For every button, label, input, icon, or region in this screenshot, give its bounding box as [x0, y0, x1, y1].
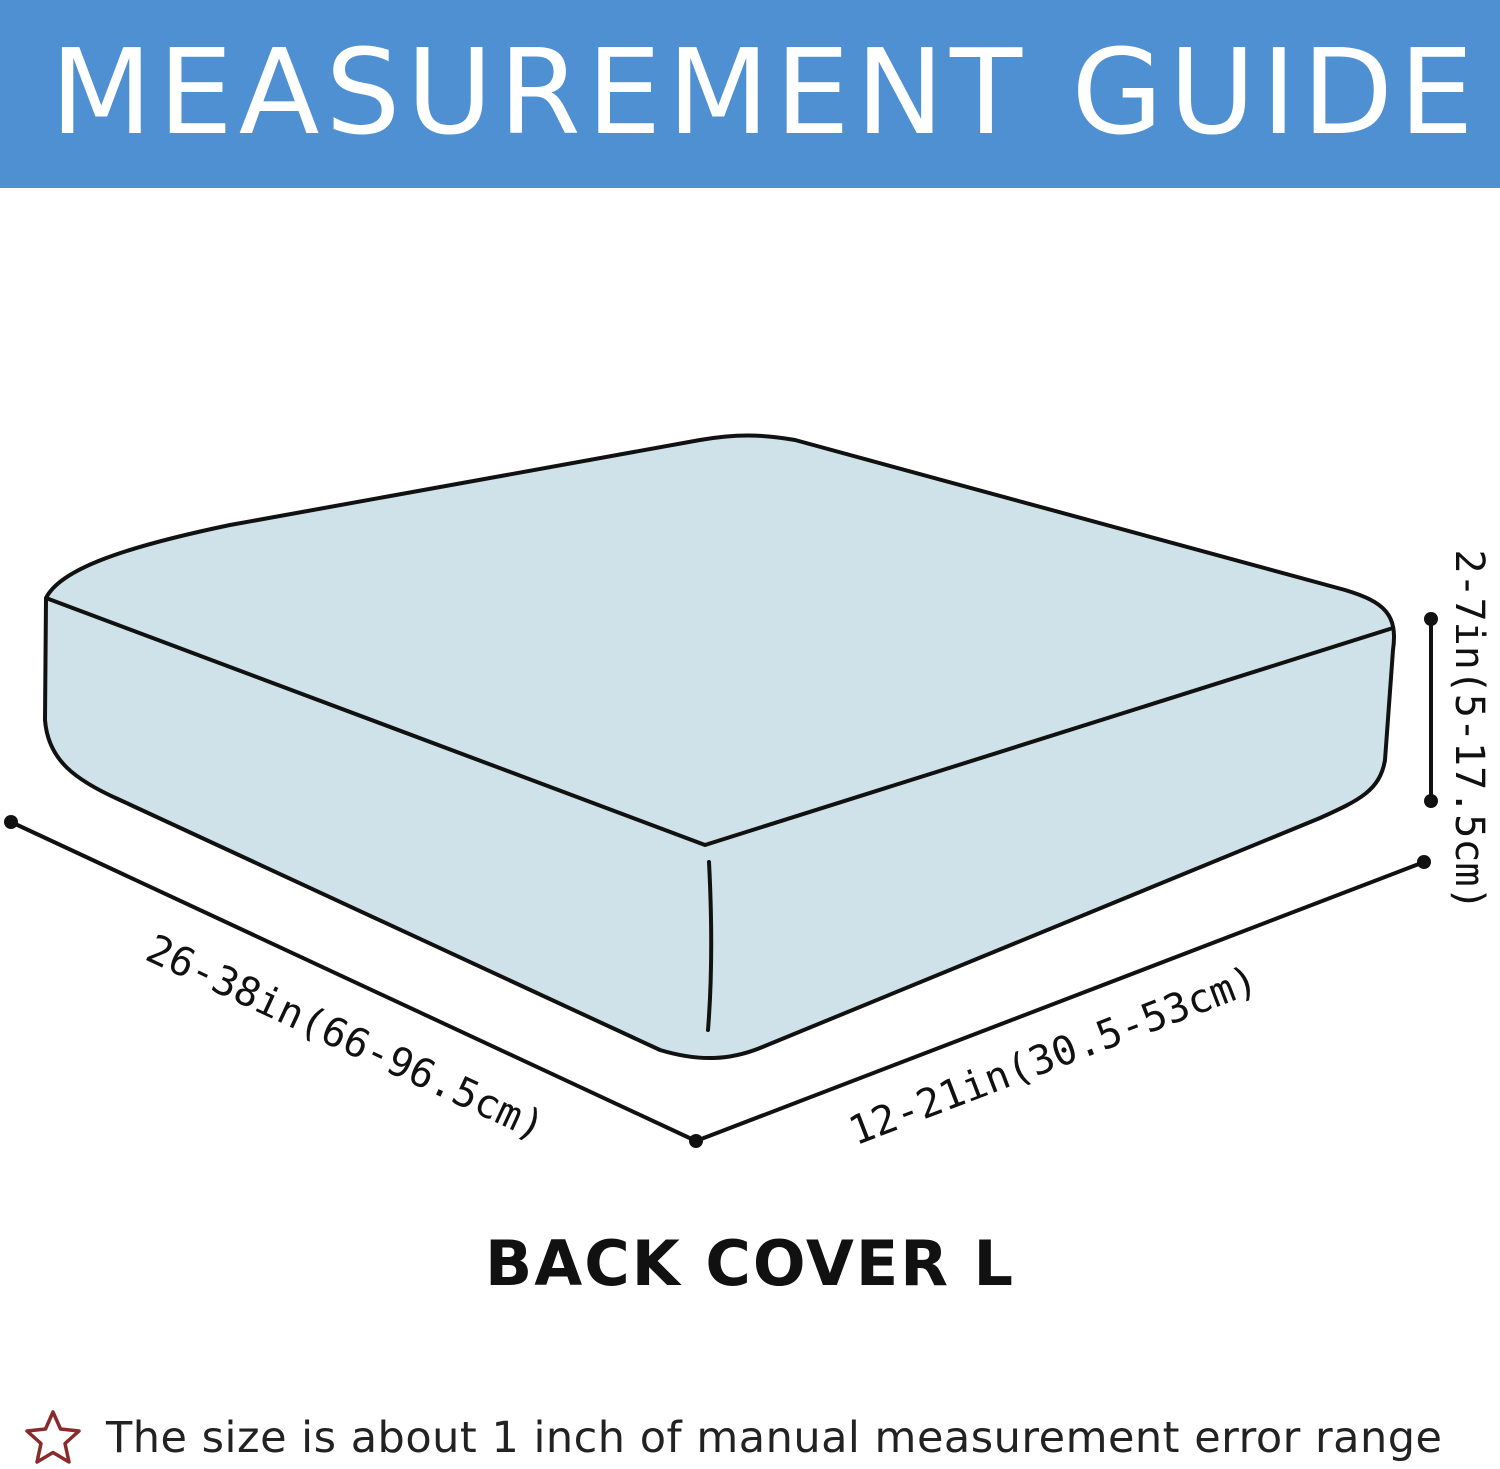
- width-dimension-endpoint: [1417, 855, 1431, 869]
- measurement-note: The size is about 1 inch of manual measu…: [22, 1408, 1492, 1468]
- length-dimension-line: [10, 820, 697, 1143]
- cushion-corner-seam: [706, 860, 714, 1032]
- cushion-body: [43, 433, 1396, 1061]
- width-dimension-line: [695, 860, 1425, 1143]
- header-banner: MEASUREMENT GUIDE: [0, 0, 1500, 188]
- product-name: BACK COVER L: [484, 1227, 1016, 1300]
- cushion-top-edge: [45, 596, 1394, 847]
- height-dimension-endpoint: [1424, 794, 1438, 808]
- star-outline-icon: [25, 1410, 81, 1464]
- length-dimension-endpoint: [4, 815, 18, 829]
- note-text: The size is about 1 inch of manual measu…: [106, 1413, 1443, 1463]
- height-dimension-endpoint: [1424, 612, 1438, 626]
- page-title: MEASUREMENT GUIDE: [50, 23, 1480, 161]
- height-dimension-label: 2-7in(5-17.5cm): [1446, 549, 1492, 910]
